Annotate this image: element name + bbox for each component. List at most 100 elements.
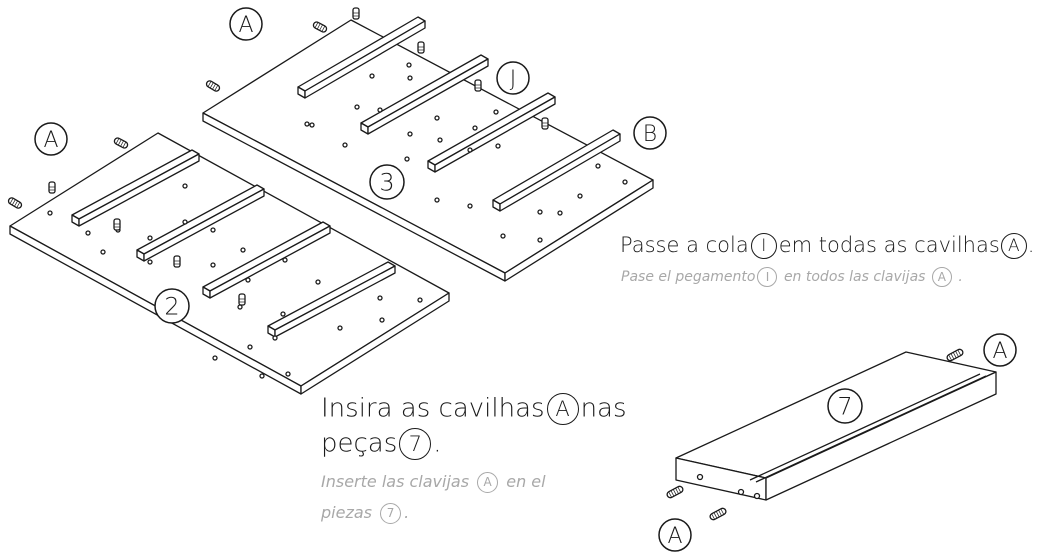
glue-instruction-es-middle: en todos las clavijas: [783, 269, 926, 285]
panel-3-hole: [369, 73, 375, 79]
peg: [417, 41, 425, 54]
panel-2-hole: [259, 373, 265, 379]
glue-instruction-pt-before: Passe a cola: [620, 233, 749, 257]
panel-2-hole: [100, 249, 106, 255]
callout-J-text: J: [510, 67, 517, 92]
leader-line: [67, 139, 111, 141]
panel-2-hole: [280, 311, 286, 317]
panel-3-hole: [500, 233, 506, 239]
callout-panel-3-circle: [369, 164, 405, 200]
dowel-A-7-bottom-left-groove: [670, 490, 675, 497]
callout-A-panel-7-bottom: A: [658, 518, 692, 552]
callout-panel-7-text: 7: [837, 393, 852, 421]
leader-line: [968, 352, 984, 356]
panel-3-hole: [434, 115, 440, 121]
panel-2-hole: [417, 297, 423, 303]
dowel-ref-A-badge: A: [1000, 233, 1027, 259]
panel-2-hole: [210, 227, 216, 233]
dowel-A-2-top-groove: [115, 138, 120, 145]
callout-A-panel-7-bottom-circle: [658, 518, 692, 552]
callout-A-panel-3: A: [229, 7, 263, 41]
dowel-A-7-bottom-right: [709, 507, 727, 521]
insert-instruction-es-line2: piezas 7.: [321, 503, 410, 524]
panel-2-hole: [377, 295, 383, 301]
dowel-A-2-left: [7, 197, 23, 209]
dowel-A-7-bottom-left-groove: [668, 491, 672, 498]
callout-A-panel-7-top: A: [983, 333, 1017, 367]
callout-panel-2-circle: [154, 288, 190, 324]
peg-body: [417, 41, 425, 54]
callout-A-panel-2-text: A: [43, 128, 58, 153]
panel-2-hole: [147, 235, 153, 241]
panel-3-side-edge: [504, 179, 654, 282]
dowel-A-7-bottom-left-groove: [677, 486, 682, 493]
rail-3b-face: [367, 58, 489, 135]
dowel-ref-A-badge-es: A: [931, 267, 952, 287]
rail-2b-face: [143, 188, 265, 262]
callout-A-panel-3-text: A: [238, 13, 253, 38]
callout-J: J: [496, 61, 530, 95]
panel-3-hole: [537, 237, 543, 243]
panel-2-hole: [247, 344, 253, 350]
peg: [238, 293, 246, 306]
leader-line: [213, 47, 219, 80]
panel-3-hole: [493, 109, 499, 115]
panel-3-hole: [577, 193, 583, 199]
peg-body: [352, 7, 360, 20]
peg: [48, 181, 56, 194]
peg-body: [48, 181, 56, 194]
panel-3-hole: [557, 210, 563, 216]
dowel-A-2-left-groove: [9, 198, 14, 204]
callout-A-panel-7-top-text: A: [992, 339, 1007, 364]
panel-3-hole: [407, 131, 413, 137]
insert-piece-ref-7-badge-es: 7: [380, 503, 402, 524]
dowel-A-7-top-groove: [955, 350, 959, 357]
peg-body: [474, 79, 482, 92]
insert-instruction-es-line1: Inserte las clavijas A en el: [321, 472, 546, 493]
dowel-A-7-bottom-left: [666, 485, 684, 499]
dowel-A-3-top-body: [312, 21, 328, 33]
callout-A-panel-2: A: [34, 122, 68, 156]
panel-3-hole: [434, 197, 440, 203]
dowel-A-2-left-body: [7, 197, 23, 209]
dowel-A-7-bottom-right-groove: [720, 508, 725, 515]
callout-A-panel-7-top-circle: [983, 333, 1017, 367]
dowel-A-2-top-groove: [117, 139, 122, 146]
panel-3-hole: [467, 147, 473, 153]
dowel-A-7-bottom-right-groove: [718, 509, 722, 516]
panel-2-side-edge: [300, 292, 450, 395]
dowel-A-7-top-groove: [950, 353, 955, 360]
rail-3a-face: [304, 20, 426, 99]
panel-2-hole: [182, 219, 188, 225]
panel-2-hole: [285, 371, 291, 377]
panel-3-hole: [595, 163, 601, 169]
insert-dowel-ref-A-badge: A: [546, 393, 579, 425]
callout-panel-2: 2: [154, 288, 190, 324]
panel-7-groove-line: [749, 373, 981, 481]
dowel-A-3-left-groove: [207, 81, 212, 87]
panel-2-hole: [85, 230, 91, 236]
dowel-A-3-top-groove: [319, 24, 323, 31]
callout-panel-3-text: 3: [379, 169, 394, 197]
panel-3-hole: [309, 122, 315, 128]
rail-2a-face: [78, 153, 200, 227]
panel-3-hole: [472, 125, 478, 131]
dowel-A-3-left-groove: [209, 82, 214, 89]
insert-piece-ref-7-badge: 7: [399, 428, 432, 460]
leader-line: [262, 27, 306, 32]
dowel-A-7-bottom-right-groove: [713, 512, 718, 519]
dowel-A-2-left-groove: [16, 201, 21, 208]
peg: [173, 255, 181, 268]
peg-body: [173, 255, 181, 268]
dowel-A-2-top-body: [113, 137, 129, 149]
dowel-A-3-left-groove: [212, 83, 216, 90]
panel-3-hole: [407, 75, 413, 81]
dowel-A-7-bottom-left-groove: [672, 489, 677, 496]
callout-B: B: [633, 116, 667, 150]
panel-7-hole: [737, 488, 745, 496]
panel-7-hole: [753, 492, 761, 500]
panel-2-hole: [212, 355, 218, 361]
peg: [541, 117, 549, 130]
